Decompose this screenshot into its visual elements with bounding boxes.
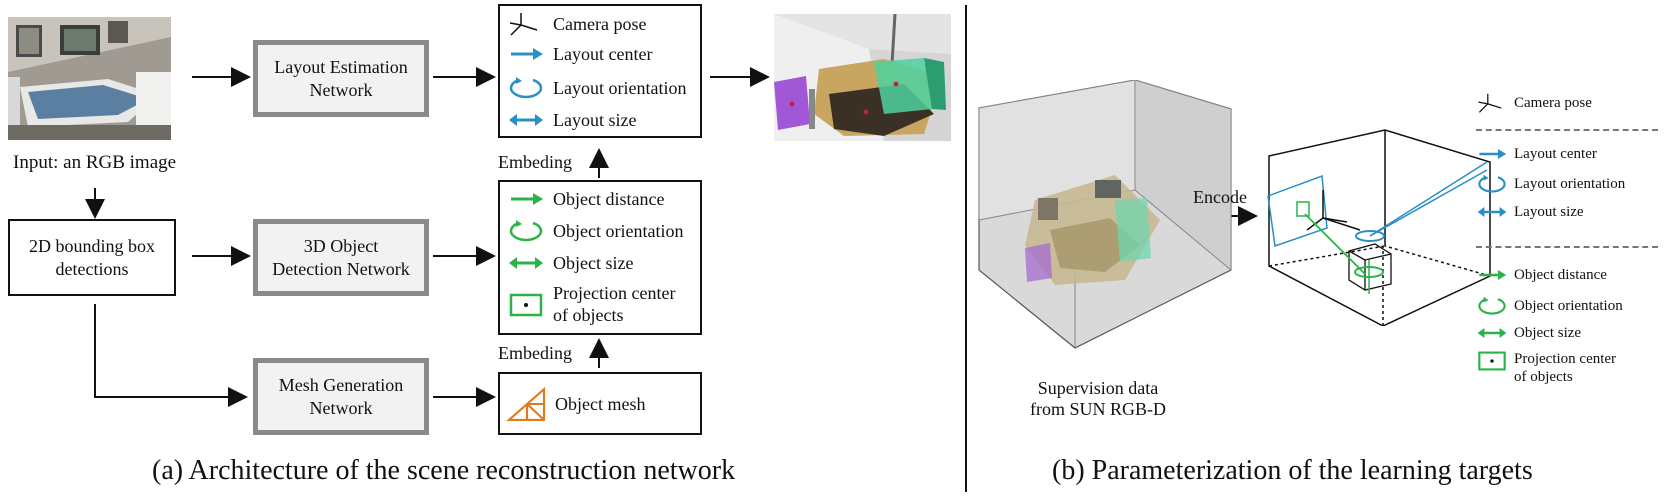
legend-divider-top [1476, 129, 1658, 131]
embed-label-top: Embeding [498, 152, 572, 172]
layout-param-label: Layout size [553, 109, 637, 130]
object-proj-line1: Projection center [553, 283, 676, 303]
arrow-right-icon [1479, 148, 1507, 160]
bbox-detections-line1: 2D bounding box [29, 236, 155, 256]
reconstruction-render [774, 14, 951, 141]
legend-label: Layout orientation [1514, 175, 1626, 192]
layout-param-label: Layout center [553, 43, 653, 64]
legend-label: Object size [1514, 324, 1582, 341]
layout-param-label: Layout orientation [553, 77, 687, 98]
object-param-distance: Object distance [507, 186, 664, 212]
layout-param-center: Layout center [507, 41, 652, 67]
legend-label: Layout size [1514, 203, 1584, 220]
embed-label-bottom: Embeding [498, 343, 572, 363]
object-detection-network: 3D Object Detection Network [253, 219, 429, 296]
legend-divider-bottom [1476, 246, 1658, 248]
object-param-label: Object size [553, 252, 634, 273]
mesh-generation-network: Mesh Generation Network [253, 358, 429, 435]
object-param-orientation: Object orientation [507, 218, 683, 244]
arrow-bbox-to-mesh-net [94, 304, 248, 407]
legend-object-size: Object size [1476, 322, 1581, 344]
camera-axes-icon [1478, 93, 1502, 113]
object-param-label: Object distance [553, 188, 665, 209]
object-net-line2: Detection Network [272, 258, 410, 279]
legend-layout-center: Layout center [1476, 143, 1597, 165]
layout-net-line2: Network [309, 79, 373, 100]
layout-params-box [498, 4, 702, 138]
caption-right: (b) Parameterization of the learning tar… [1052, 455, 1533, 486]
triangle-mesh-icon [506, 386, 546, 421]
legend-label: Object distance [1514, 266, 1607, 283]
object-param-label: Object orientation [553, 220, 684, 241]
parameterized-cube [1267, 129, 1491, 326]
input-image [8, 17, 171, 140]
object-mesh-label: Object mesh [555, 393, 646, 414]
double-arrow-icon [1477, 327, 1507, 339]
layout-param-label: Camera pose [553, 13, 647, 34]
encode-label: Encode [1193, 187, 1247, 207]
rotation-ellipse-icon [1478, 174, 1506, 193]
projection-box-icon [1478, 351, 1506, 371]
supervision-line2: from SUN RGB-D [1030, 399, 1167, 419]
arrow-right-icon [511, 48, 543, 60]
legend-proj-line2: of objects [1514, 369, 1573, 385]
rotation-ellipse-icon [509, 220, 543, 242]
rotation-ellipse-icon [509, 77, 543, 99]
mesh-net-line2: Network [309, 397, 373, 418]
legend-object-distance: Object distance [1476, 264, 1607, 286]
layout-net-line1: Layout Estimation [274, 57, 408, 77]
object-net-line1: 3D Object [303, 236, 379, 256]
legend-object-projection: Projection center of objects [1476, 350, 1616, 386]
legend-label: Camera pose [1514, 94, 1592, 111]
bbox-detections-box: 2D bounding box detections [8, 219, 176, 296]
supervision-line1: Supervision data [1037, 378, 1159, 398]
bbox-detections-line2: detections [55, 258, 129, 279]
legend-layout-orientation: Layout orientation [1476, 173, 1625, 195]
object-mesh-row: Object mesh [505, 386, 645, 422]
mesh-net-line1: Mesh Generation [278, 375, 404, 395]
legend-camera-pose: Camera pose [1476, 92, 1592, 114]
legend-layout-size: Layout size [1476, 201, 1584, 223]
double-arrow-icon [509, 257, 543, 269]
supervision-label: Supervision data from SUN RGB-D [1030, 378, 1166, 420]
caption-left: (a) Architecture of the scene reconstruc… [152, 455, 736, 486]
legend-object-orientation: Object orientation [1476, 295, 1623, 317]
object-proj-line2: of objects [553, 304, 624, 325]
rotation-ellipse-icon [1478, 296, 1506, 315]
layout-param-size: Layout size [507, 107, 636, 133]
object-param-size: Object size [507, 250, 633, 276]
legend-label: Object orientation [1514, 297, 1623, 314]
supervision-cube [978, 80, 1232, 349]
double-arrow-icon [509, 114, 543, 126]
projection-box-icon [509, 293, 543, 316]
arrow-right-icon [1479, 269, 1507, 281]
camera-axes-icon [509, 13, 538, 36]
legend-proj-line1: Projection center [1514, 351, 1617, 367]
layout-param-orientation: Layout orientation [507, 75, 686, 101]
layout-estimation-network: Layout Estimation Network [253, 40, 429, 117]
layout-param-camera-pose: Camera pose [507, 11, 646, 37]
arrow-right-icon [511, 193, 543, 205]
double-arrow-icon [1477, 206, 1507, 218]
input-label: Input: an RGB image [13, 152, 177, 173]
object-params-box [498, 180, 702, 335]
legend-label: Layout center [1514, 145, 1597, 162]
